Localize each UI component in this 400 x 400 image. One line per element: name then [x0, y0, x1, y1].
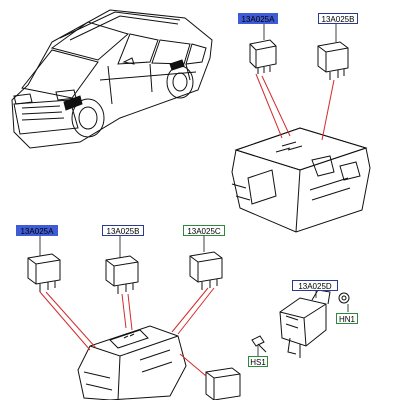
callout-13a025a-top[interactable]: 13A025A [238, 13, 278, 24]
relay-top-b [317, 41, 349, 80]
relay-mid-a [27, 253, 61, 292]
fuse-box-bottom [77, 325, 187, 400]
callout-13a025b-top[interactable]: 13A025B [318, 13, 358, 24]
relay-top-a [249, 39, 277, 74]
callout-hn1[interactable]: HN1 [336, 313, 358, 324]
relay-mid-c [189, 251, 223, 290]
relay-mid-b [105, 255, 139, 294]
relay-bracket-assembly [279, 289, 331, 358]
vehicle-illustration [11, 9, 213, 149]
callout-13a025b-mid[interactable]: 13A025B [102, 225, 144, 236]
vehicle-relay-marker-front [63, 95, 83, 111]
fuse-box-top [231, 127, 371, 233]
nut-hn1 [338, 292, 350, 304]
vehicle-relay-marker-rear [169, 59, 185, 71]
callout-13a025c-mid[interactable]: 13A025C [183, 225, 225, 236]
callout-13a025d[interactable]: 13A025D [292, 280, 338, 291]
screw-hs1 [251, 335, 267, 353]
callout-13a025a-mid[interactable]: 13A025A [16, 225, 58, 236]
relay-bottom [205, 367, 241, 400]
callout-hs1[interactable]: HS1 [248, 356, 268, 367]
leader-lines [39, 73, 335, 377]
